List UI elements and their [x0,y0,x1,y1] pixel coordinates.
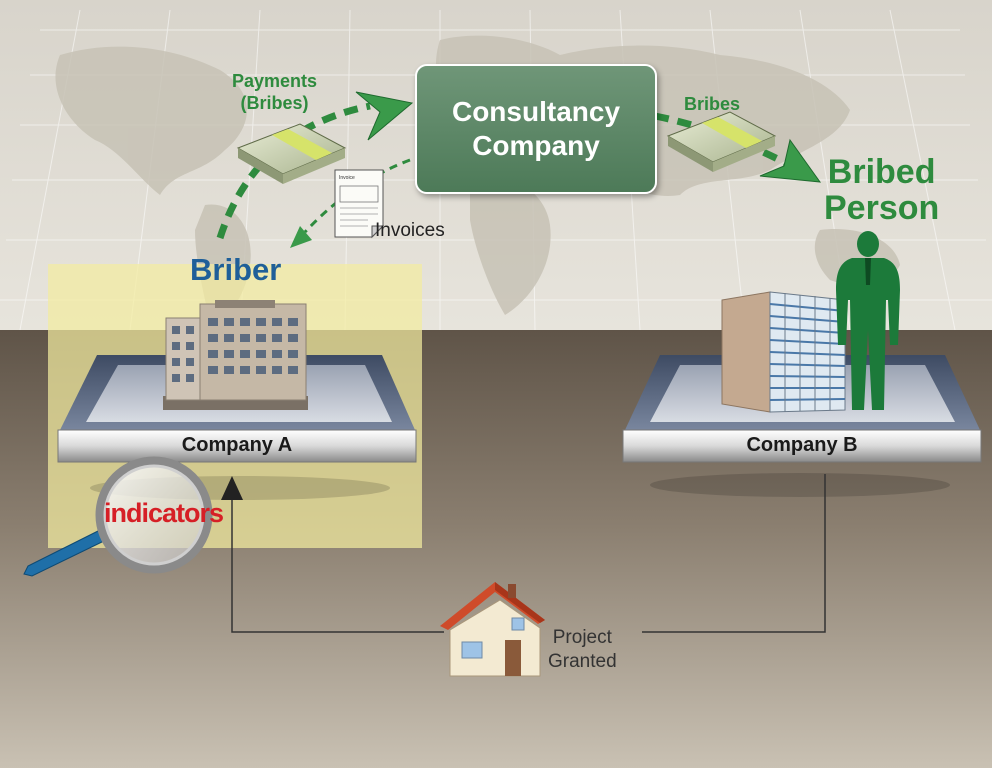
payments-arrow [216,91,414,240]
payments-label-line1: Payments [232,71,318,91]
company-a-label: Company A [181,434,293,456]
bribed-person-label: Bribed Person [824,154,939,226]
company-b-label: Company B [746,434,858,456]
consultancy-line2: Company [472,130,600,161]
bribed-person-line2: Person [824,189,940,227]
bribes-arrow [654,112,822,183]
consultancy-company-box: Consultancy Company [415,64,657,194]
magnifying-glass-icon [23,456,213,577]
indicators-label: indicators [104,498,224,528]
project-granted-line2: Granted [548,651,617,672]
company-b-building [721,291,846,413]
project-flow-connector [221,474,826,633]
briber-label: Briber [190,252,282,287]
project-granted-label: Project Granted [548,626,617,674]
bribes-label: Bribes [684,94,741,114]
invoice-doc-heading: Invoice [339,175,355,181]
invoice-document-icon: Invoice [334,169,385,239]
company-a-building [163,300,308,410]
consultancy-line1: Consultancy [451,96,621,127]
payments-label-line2: (Bribes) [240,93,309,113]
money-stack-bribes [666,111,777,172]
bribed-person-silhouette [836,231,900,410]
money-stack-payments [236,123,347,184]
house-icon [440,582,545,677]
invoices-label: Invoices [375,220,445,241]
bribed-person-line1: Bribed [827,153,936,191]
project-granted-line1: Project [552,627,612,648]
payments-label: Payments (Bribes) [232,70,317,114]
